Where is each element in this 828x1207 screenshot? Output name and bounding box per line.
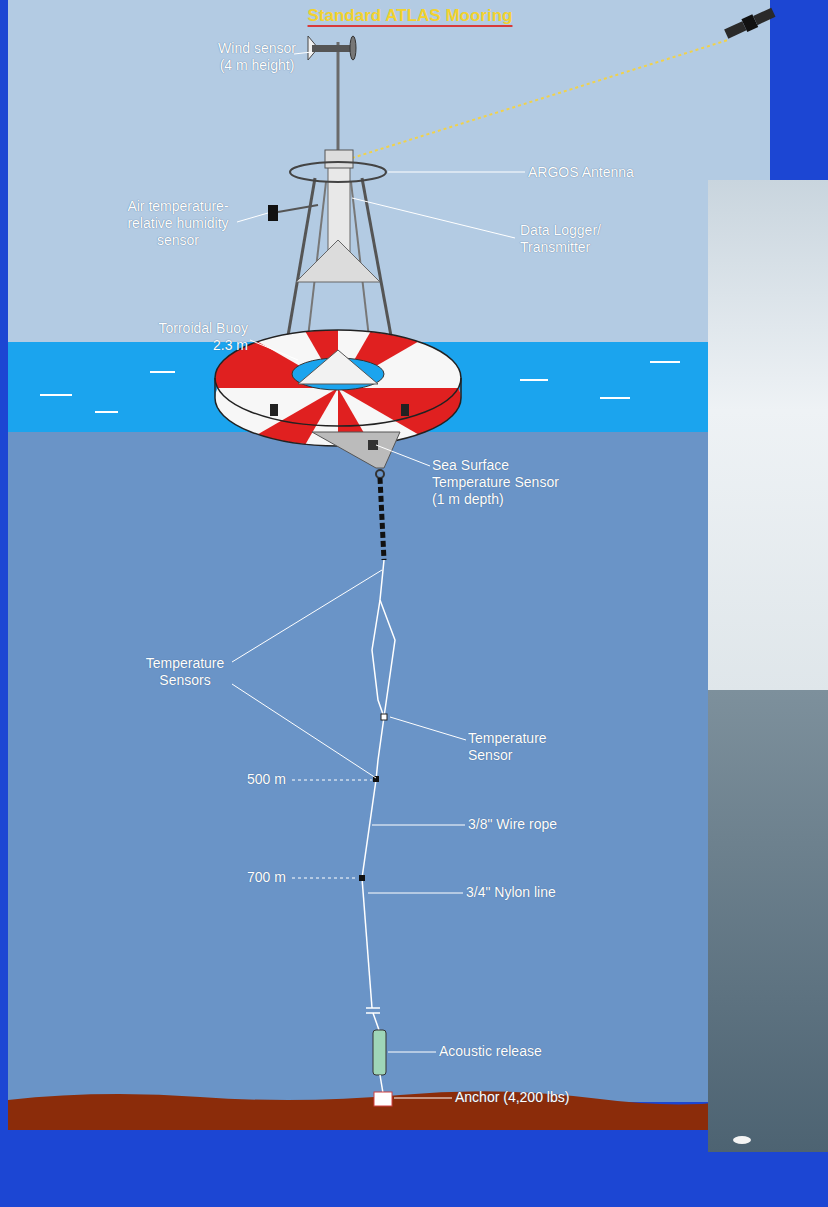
leader-line: [237, 213, 268, 222]
bridle: [312, 432, 400, 468]
callout-label: ARGOS Antenna: [528, 164, 634, 181]
leader-line: [388, 172, 525, 173]
wind-propeller: [350, 36, 356, 60]
callout-label: 3/4" Nylon line: [466, 884, 556, 901]
photo-sky: [708, 180, 828, 692]
nylon-line: [362, 878, 372, 1008]
callout-label: Temperature Sensors: [135, 655, 235, 689]
leader-line: [250, 340, 298, 360]
anchor: [374, 1092, 392, 1106]
wave-dash: [650, 361, 680, 363]
photo-sea: [708, 690, 828, 1152]
diagram-title: Standard ATLAS Mooring: [210, 6, 610, 26]
sensor-arm: [278, 205, 318, 212]
leg-foot: [401, 404, 409, 416]
depth-marker: [359, 875, 365, 881]
callout-label: Anchor (4,200 lbs): [455, 1089, 569, 1106]
wave-dash: [150, 371, 175, 373]
leader-line: [376, 445, 430, 466]
solar-panel: [753, 8, 775, 26]
sensor-cable: [372, 600, 384, 717]
leader-line: [372, 825, 465, 826]
callout-label: Wind sensor (4 m height): [213, 40, 301, 74]
callout-label: Sea Surface Temperature Sensor (1 m dept…: [432, 457, 570, 508]
callout-label: Acoustic release: [439, 1043, 542, 1060]
sensor-cable: [376, 560, 395, 780]
swivel: [366, 1007, 380, 1009]
leader-line: [388, 1052, 436, 1053]
anchor-line: [380, 1075, 383, 1093]
satellite: [723, 6, 776, 41]
deep-water: [8, 432, 770, 1102]
wave-dash: [600, 397, 630, 399]
satellite-beam: [352, 40, 728, 158]
depth-line: [292, 780, 372, 781]
solar-panel: [724, 21, 746, 39]
buoy-red-segment: [238, 188, 338, 388]
seabed: [8, 1091, 770, 1130]
air-temperature-sensor: [268, 205, 278, 221]
wind-mast: [337, 42, 340, 160]
leader-line: [368, 893, 463, 894]
leader-line: [390, 717, 466, 740]
buoy-outline: [460, 378, 462, 398]
wind-vane-body: [312, 45, 350, 52]
leg-foot: [270, 404, 278, 416]
bridle-top: [298, 350, 378, 384]
buoy-red-segment: [338, 388, 438, 588]
leader-line: [352, 198, 515, 238]
wave-dash: [95, 411, 118, 413]
callout-label: Data Logger/ Transmitter: [520, 222, 620, 256]
leader-line: [394, 1098, 452, 1099]
leader-line: [232, 570, 382, 662]
leader-line: [232, 684, 376, 778]
wire-rope: [362, 780, 376, 878]
argos-antenna-ring: [290, 162, 386, 182]
callout-label: 3/8" Wire rope: [468, 816, 557, 833]
chain: [380, 478, 384, 560]
shackle: [376, 470, 384, 478]
buoy-outline: [214, 378, 216, 398]
temperature-sensor: [381, 714, 387, 720]
antenna-cap: [325, 150, 353, 168]
depth-label: 500 m: [247, 771, 286, 788]
wave-dash: [40, 394, 72, 396]
depth-line: [292, 878, 358, 879]
depth-label: 700 m: [247, 869, 286, 886]
wave-dash: [520, 379, 548, 381]
buoy-red-segment: [165, 388, 338, 561]
nylon-line: [373, 1013, 379, 1030]
leader-lines: [232, 52, 525, 1098]
logger-cone: [296, 240, 380, 282]
photo-buoy: [733, 1136, 751, 1144]
callout-label: Air temperature- relative humidity senso…: [118, 198, 238, 249]
buoy-outline: [215, 330, 461, 426]
acoustic-release: [373, 1030, 386, 1075]
leader-line: [294, 52, 312, 54]
callout-label: Temperature Sensor: [468, 730, 568, 764]
sky: [8, 0, 770, 342]
callout-label: Torroidal Buoy 2.3 m: [143, 320, 248, 354]
